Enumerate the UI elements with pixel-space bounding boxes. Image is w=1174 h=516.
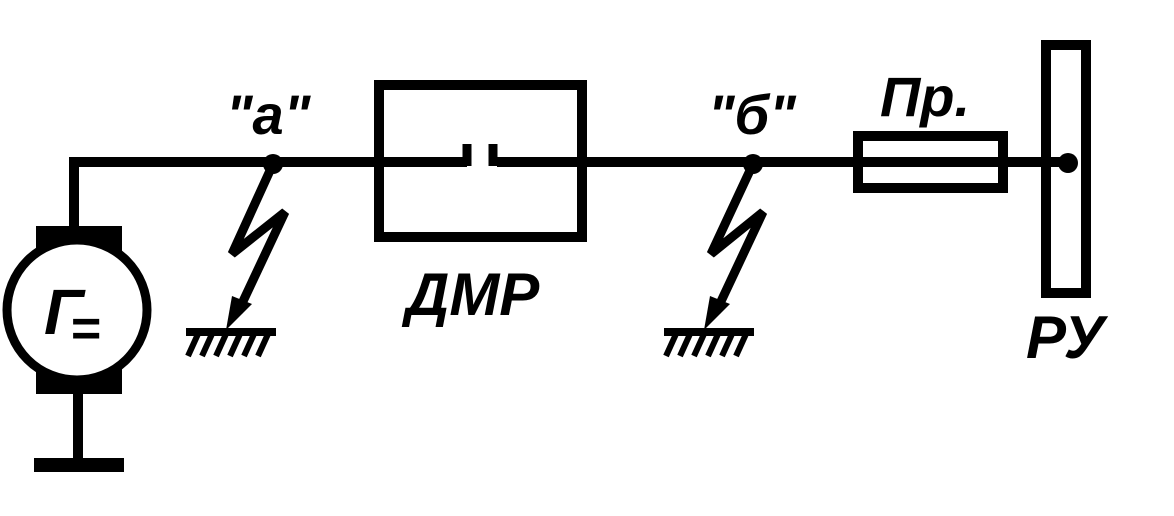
label-point-b: "б": [708, 83, 797, 146]
label-switchgear: РУ: [1026, 304, 1109, 371]
switchgear: РУ: [1003, 40, 1109, 371]
generator-circle: [2, 235, 152, 385]
label-point-a: "а": [226, 83, 312, 146]
dmr-block: ДМР: [374, 80, 587, 328]
fault-arrowhead-a: [226, 296, 252, 330]
ground-hatch-b: [663, 332, 749, 358]
label-dmr: ДМР: [401, 261, 540, 328]
fault-arrowhead-b: [704, 296, 730, 330]
generator-dc-sign: =: [70, 300, 100, 358]
fault-point-b: "б": [663, 83, 797, 358]
fault-arrow-a: [227, 162, 290, 314]
generator-ground-bar: [34, 458, 124, 472]
bus-wire: [69, 157, 467, 230]
generator-symbol: Г: [44, 276, 86, 348]
switchgear-dot: [1058, 153, 1078, 173]
label-fuse: Пр.: [880, 65, 970, 128]
fault-arrow-b: [706, 162, 768, 314]
fault-point-a: "а": [185, 83, 312, 358]
ground-hatch-a: [185, 332, 271, 358]
fuse: Пр.: [853, 65, 1008, 193]
dmr-box: [374, 80, 587, 242]
dc-generator: Г =: [2, 226, 152, 472]
